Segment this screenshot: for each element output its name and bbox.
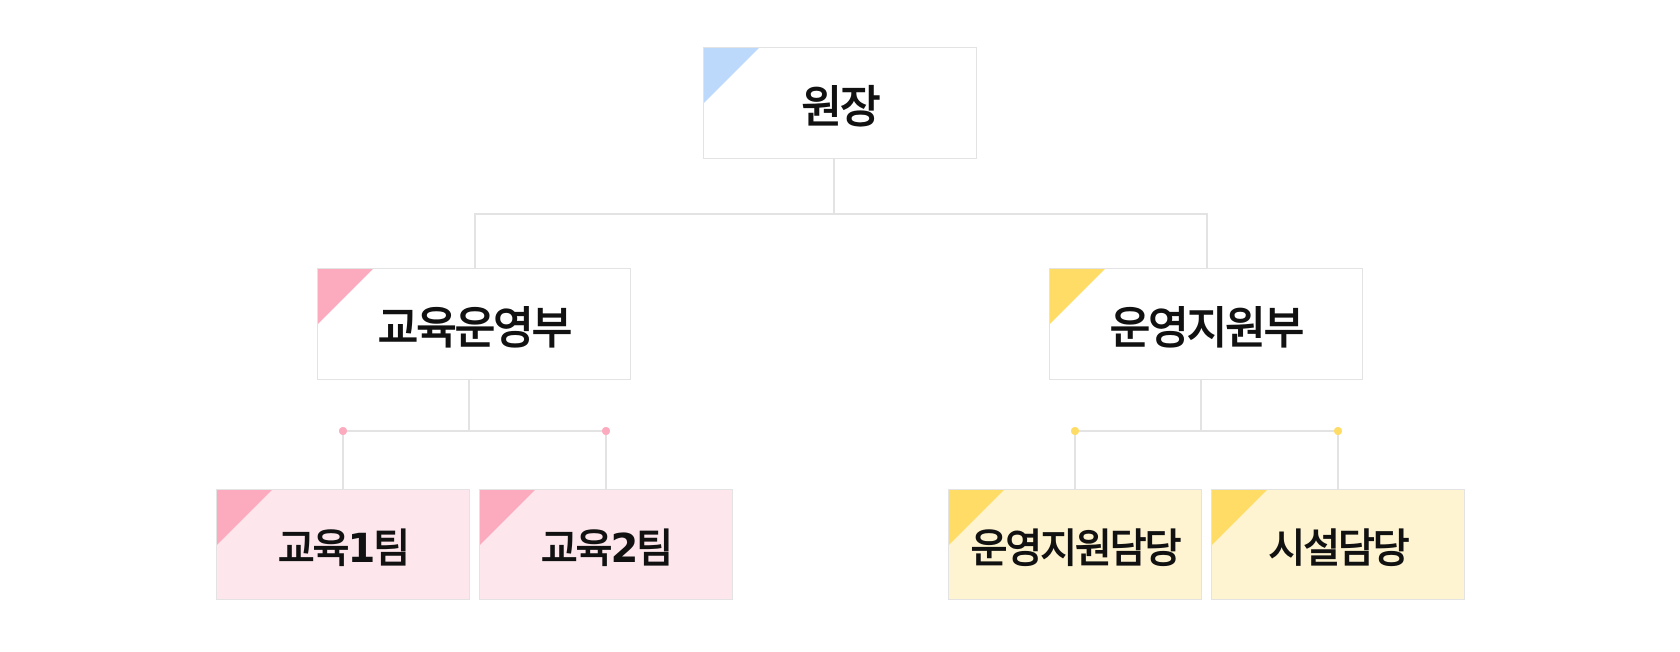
team-node-support-staff: 운영지원담당 bbox=[948, 489, 1202, 600]
connector-dot-team-2 bbox=[602, 427, 610, 435]
team-node-education-2-label: 교육2팀 bbox=[540, 525, 673, 572]
connector-root-down bbox=[833, 158, 835, 215]
dept-node-support: 운영지원부 bbox=[1049, 268, 1363, 380]
connector-support-down bbox=[1200, 379, 1202, 432]
dept-node-education-label: 교육운영부 bbox=[377, 303, 572, 354]
connector-education-horizontal bbox=[342, 430, 607, 432]
team-node-facility-label: 시설담당 bbox=[1268, 525, 1409, 572]
node-corner-accent bbox=[480, 490, 535, 545]
connector-to-team-1 bbox=[342, 430, 344, 490]
connector-to-facility bbox=[1337, 430, 1339, 490]
connector-dot-support-staff bbox=[1071, 427, 1079, 435]
node-corner-accent bbox=[217, 490, 272, 545]
node-corner-accent bbox=[1050, 269, 1105, 324]
connector-to-education-dept bbox=[474, 213, 476, 268]
connector-dot-facility bbox=[1334, 427, 1342, 435]
connector-dot-team-1 bbox=[339, 427, 347, 435]
connector-to-team-2 bbox=[605, 430, 607, 490]
team-node-support-staff-label: 운영지원담당 bbox=[970, 525, 1182, 572]
node-corner-accent bbox=[704, 48, 759, 103]
root-node: 원장 bbox=[703, 47, 977, 159]
connector-root-horizontal bbox=[474, 213, 1208, 215]
connector-to-support-staff bbox=[1074, 430, 1076, 490]
node-corner-accent bbox=[1212, 490, 1267, 545]
connector-education-down bbox=[468, 379, 470, 432]
team-node-education-1: 교육1팀 bbox=[216, 489, 470, 600]
dept-node-support-label: 운영지원부 bbox=[1109, 303, 1304, 354]
dept-node-education: 교육운영부 bbox=[317, 268, 631, 380]
connector-to-support-dept bbox=[1206, 213, 1208, 268]
node-corner-accent bbox=[318, 269, 373, 324]
team-node-education-2: 교육2팀 bbox=[479, 489, 733, 600]
root-node-label: 원장 bbox=[801, 82, 881, 133]
team-node-education-1-label: 교육1팀 bbox=[277, 525, 410, 572]
team-node-facility: 시설담당 bbox=[1211, 489, 1465, 600]
connector-support-horizontal bbox=[1074, 430, 1339, 432]
